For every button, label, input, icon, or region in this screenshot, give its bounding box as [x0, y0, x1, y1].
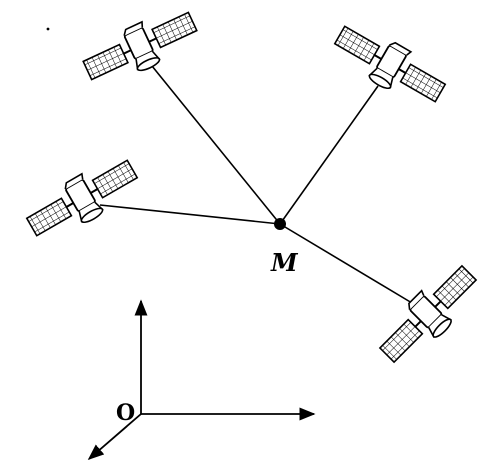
z-axis-arrow: [87, 413, 142, 461]
satellite-icon-bottom-right: [371, 257, 487, 373]
point-m-label: M: [270, 248, 299, 277]
satellite-icon-left: [20, 149, 146, 249]
tether-line-top-left: [151, 65, 281, 225]
satellite-icon-top-right: [326, 15, 452, 115]
satellite-icon-top-left: [77, 1, 204, 94]
tether-line-top-right: [279, 85, 379, 225]
tether-line-bottom-right: [279, 223, 413, 304]
speck: [46, 27, 50, 31]
point-m-dot: [274, 218, 286, 230]
tether-line-left: [99, 204, 281, 225]
origin-label: O: [116, 400, 135, 426]
